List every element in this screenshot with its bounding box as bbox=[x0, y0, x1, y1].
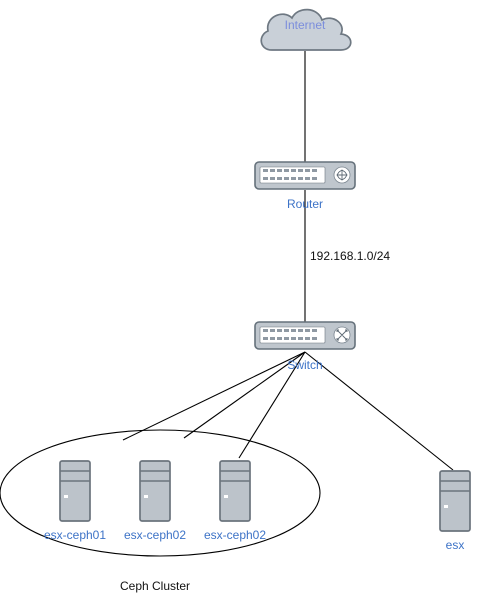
server-label: esx-ceph02 bbox=[204, 528, 266, 542]
ceph-cluster-label: Ceph Cluster bbox=[120, 579, 190, 593]
switch-ceph01-link bbox=[122, 351, 306, 441]
server-label: esx bbox=[446, 538, 465, 552]
ceph-cluster-boundary[interactable] bbox=[0, 429, 321, 557]
router-arrows-icon bbox=[336, 169, 348, 181]
server-icon bbox=[139, 460, 171, 522]
switch-esx-link bbox=[304, 351, 454, 471]
server-esx-ceph01[interactable]: esx-ceph01 bbox=[44, 460, 106, 542]
internet-label: Internet bbox=[285, 18, 326, 32]
subnet-label: 192.168.1.0/24 bbox=[310, 249, 390, 263]
switch-ports bbox=[263, 329, 317, 340]
switch-cross-arrows-icon bbox=[336, 329, 348, 341]
switch-node[interactable]: Switch bbox=[254, 321, 356, 372]
connections bbox=[122, 51, 454, 471]
cloud-icon bbox=[260, 8, 352, 51]
router-ports bbox=[263, 169, 317, 180]
server-label: esx-ceph01 bbox=[44, 528, 106, 542]
switch-label: Switch bbox=[287, 358, 322, 372]
server-icon bbox=[439, 470, 471, 532]
router-label: Router bbox=[287, 197, 323, 211]
switch-ceph02-link bbox=[183, 351, 306, 439]
server-esx-ceph02-a[interactable]: esx-ceph02 bbox=[124, 460, 186, 542]
server-esx-ceph02-b[interactable]: esx-ceph02 bbox=[204, 460, 266, 542]
server-esx[interactable]: esx bbox=[439, 470, 471, 552]
server-icon bbox=[219, 460, 251, 522]
server-icon bbox=[59, 460, 91, 522]
server-label: esx-ceph02 bbox=[124, 528, 186, 542]
internet-node[interactable]: Internet bbox=[260, 8, 352, 51]
router-node[interactable]: Router bbox=[254, 161, 356, 211]
